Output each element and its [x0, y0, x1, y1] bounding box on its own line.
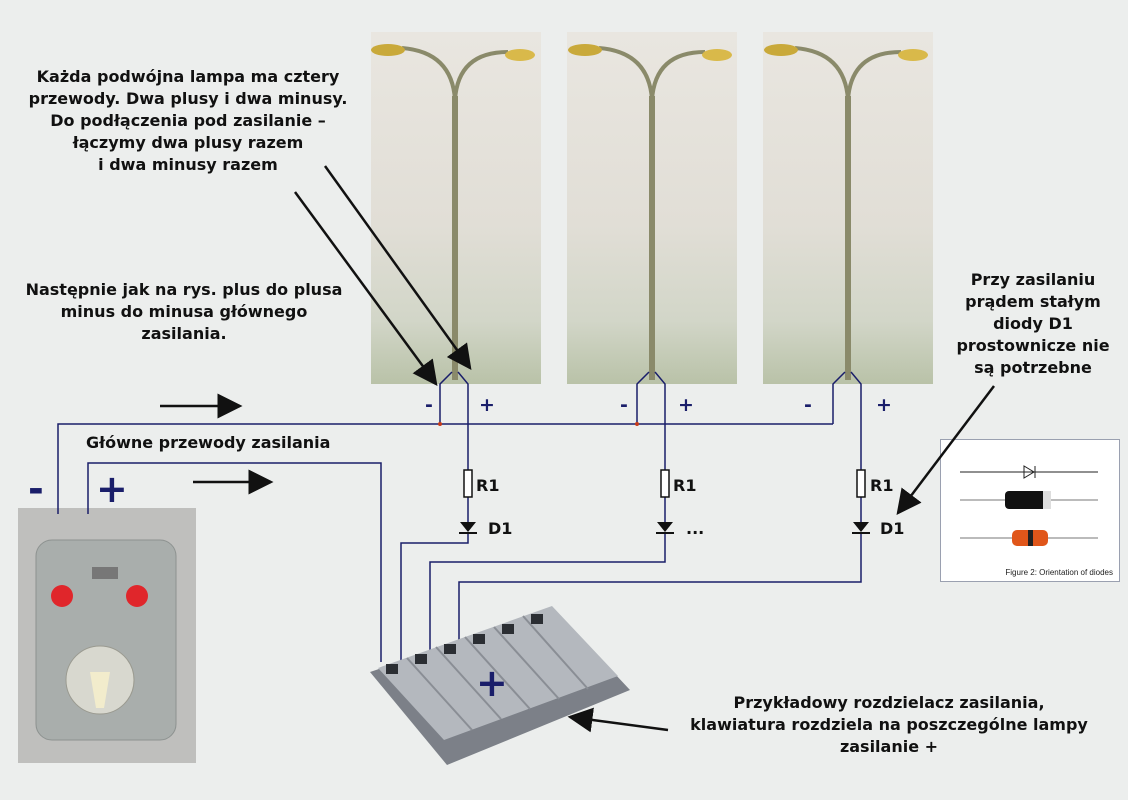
resistor-r1-1 — [463, 469, 473, 498]
red-button-left — [51, 585, 73, 607]
minus-sign-lamp-1: - — [425, 394, 433, 416]
power-switch-details — [35, 539, 177, 741]
resistor-label-3: R1 — [870, 476, 894, 495]
plus-sign-lamp-1: + — [479, 394, 495, 416]
diode-figure-drawings — [960, 465, 1098, 546]
distributor-plus-sign: + — [476, 661, 508, 705]
plus-sign-lamp-2: + — [678, 394, 694, 416]
red-button-right — [126, 585, 148, 607]
plus-sign-lamp-3: + — [876, 394, 892, 416]
diode-label-2: ... — [686, 519, 705, 538]
main-minus-sign: - — [28, 467, 44, 511]
power-distributor — [370, 606, 630, 765]
diode-orientation-figure: Figure 2: Orientation of diodes — [940, 439, 1120, 582]
wires — [57, 371, 862, 662]
note-lamp-wires: Każda podwójna lampa ma cztery przewody.… — [28, 67, 348, 174]
diode-figure-caption: Figure 2: Orientation of diodes — [1005, 568, 1113, 577]
label-main-wires: Główne przewody zasilania — [86, 433, 331, 452]
note-distributor: Przykładowy rozdzielacz zasilania, klawi… — [690, 693, 1088, 756]
diode-label-3: D1 — [880, 519, 905, 538]
resistor-label-2: R1 — [673, 476, 697, 495]
pointer-arrows — [160, 165, 995, 733]
lamp-pole-1 — [371, 44, 535, 380]
resistor-label-1: R1 — [476, 476, 500, 495]
lamp-pole-2 — [568, 44, 732, 380]
note-connection: Następnie jak na rys. plus do plusa minu… — [25, 280, 343, 343]
minus-sign-lamp-3: - — [804, 394, 812, 416]
diode-d1-1 — [459, 522, 477, 534]
resistor-r1-2 — [660, 469, 670, 498]
diode-d1-2 — [656, 522, 674, 534]
note-dc-diodes: Przy zasilaniu prądem stałym diody D1 pr… — [956, 270, 1110, 377]
resistor-r1-3 — [856, 469, 866, 498]
minus-sign-lamp-2: - — [620, 394, 628, 416]
main-plus-sign: + — [96, 467, 128, 511]
lamp-pole-3 — [764, 44, 928, 380]
diode-d1-3 — [852, 522, 870, 534]
diode-label-1: D1 — [488, 519, 513, 538]
